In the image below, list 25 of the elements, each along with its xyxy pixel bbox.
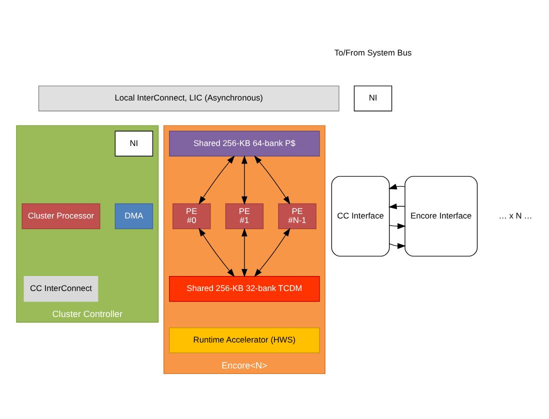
node-box: DMA (114, 202, 154, 229)
node-box: CC InterConnect (24, 276, 98, 302)
label: To/From System Bus (334, 46, 412, 57)
node-box: NI (354, 85, 392, 111)
node-box: NI (114, 130, 154, 156)
node-box: Shared 256-KB 64-bank P$ (169, 130, 320, 156)
label: … x N … (498, 210, 532, 220)
node-box: PE #1 (225, 202, 264, 229)
arrow (198, 227, 235, 277)
node-box: PE #N-1 (278, 202, 316, 229)
node-box: Runtime Accelerator (HWS) (169, 326, 320, 353)
node-box: PE #0 (172, 202, 211, 229)
arrow (198, 154, 235, 204)
node-box: Encore Interface (404, 175, 478, 256)
node-box: Cluster Processor (22, 202, 100, 229)
arrow (254, 227, 290, 277)
node-box: CC Interface (331, 175, 390, 256)
arrow (254, 154, 290, 204)
arrow (388, 183, 406, 189)
node-box: Local InterConnect, LIC (Asynchronous) (38, 85, 340, 111)
arrow (389, 242, 406, 248)
arrow (242, 154, 248, 204)
arrow (389, 222, 406, 229)
arrow (242, 227, 248, 277)
node-box: Shared 256-KB 32-bank TCDM (169, 276, 320, 302)
